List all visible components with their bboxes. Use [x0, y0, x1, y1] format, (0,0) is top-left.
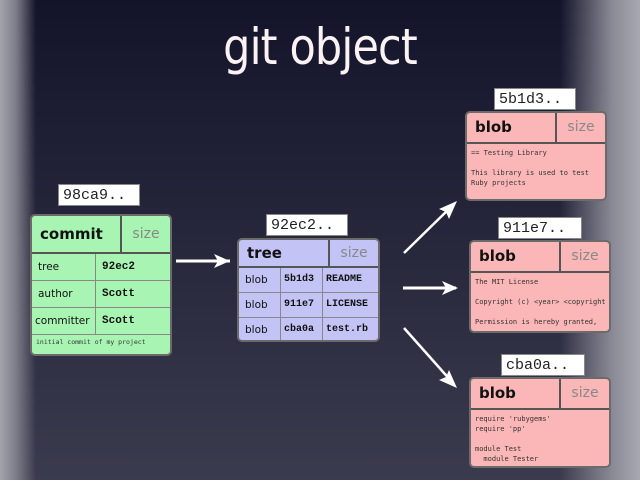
blob-content: The MIT License Copyright (c) <year> <co… — [475, 278, 606, 326]
entry-name: README — [326, 274, 363, 285]
tree-entry-row: blob 5b1d3 README — [239, 268, 378, 293]
blob-content: require 'rubygems' require 'pp' module T… — [475, 415, 551, 463]
tree-entry-row: blob 911e7 LICENSE — [239, 293, 378, 318]
arrow-tree-to-blob3-icon — [403, 327, 457, 388]
entry-sha: 5b1d3 — [281, 268, 323, 292]
tree-size-label: size — [340, 245, 368, 261]
field-value: 92ec2 — [102, 261, 136, 273]
tree-header: tree size — [239, 240, 378, 268]
entry-mode: blob — [239, 268, 281, 292]
commit-field-row: author Scott — [32, 281, 170, 308]
commit-field-row: tree 92ec2 — [32, 254, 170, 281]
commit-type-label: commit — [32, 216, 122, 252]
blob-hash-label: 5b1d3.. — [494, 88, 576, 110]
arrow-commit-to-tree-icon — [176, 254, 230, 268]
arrow-tree-to-blob2-icon — [403, 281, 458, 295]
entry-sha: cba0a — [281, 318, 323, 340]
entry-name: LICENSE — [326, 299, 369, 310]
entry-sha: 911e7 — [281, 293, 323, 317]
entry-name: test.rb — [326, 324, 369, 335]
blob-type-label: blob — [471, 242, 561, 271]
blob-size-label: size — [571, 248, 599, 264]
tree-object: tree size blob 5b1d3 README blob 911e7 L… — [237, 238, 380, 342]
blob-size-label: size — [571, 385, 599, 401]
tree-entry-row: blob cba0a test.rb — [239, 318, 378, 340]
commit-field-row: committer Scott — [32, 308, 170, 335]
blob-header: blob size — [471, 379, 609, 410]
blob-object: blob size The MIT License Copyright (c) … — [469, 240, 611, 333]
blob-type-label: blob — [467, 113, 557, 142]
tree-type-label: tree — [239, 240, 330, 266]
blob-size-label: size — [567, 119, 595, 135]
commit-hash-label: 98ca9.. — [58, 184, 140, 206]
slide-title: git object — [223, 18, 418, 76]
blob-header: blob size — [467, 113, 605, 144]
field-value: Scott — [102, 315, 136, 327]
blob-header: blob size — [471, 242, 609, 273]
blob-object: blob size require 'rubygems' require 'pp… — [469, 377, 611, 468]
field-key: committer — [32, 308, 96, 334]
commit-object: commit size tree 92ec2 author Scott comm… — [30, 214, 172, 356]
field-key: author — [32, 281, 96, 307]
commit-size-label: size — [132, 226, 160, 242]
blob-hash-label: 911e7.. — [498, 217, 582, 239]
field-key: tree — [32, 254, 96, 280]
blob-object: blob size == Testing Library This librar… — [465, 111, 607, 201]
entry-mode: blob — [239, 293, 281, 317]
blob-content: == Testing Library This library is used … — [471, 149, 590, 187]
arrow-tree-to-blob1-icon — [403, 201, 457, 254]
entry-mode: blob — [239, 318, 281, 340]
blob-hash-label: cba0a.. — [501, 354, 585, 376]
tree-hash-label: 92ec2.. — [266, 214, 348, 236]
field-value: Scott — [102, 288, 136, 300]
commit-message: initial commit of my project — [36, 338, 146, 346]
blob-type-label: blob — [471, 379, 561, 408]
commit-header: commit size — [32, 216, 170, 254]
